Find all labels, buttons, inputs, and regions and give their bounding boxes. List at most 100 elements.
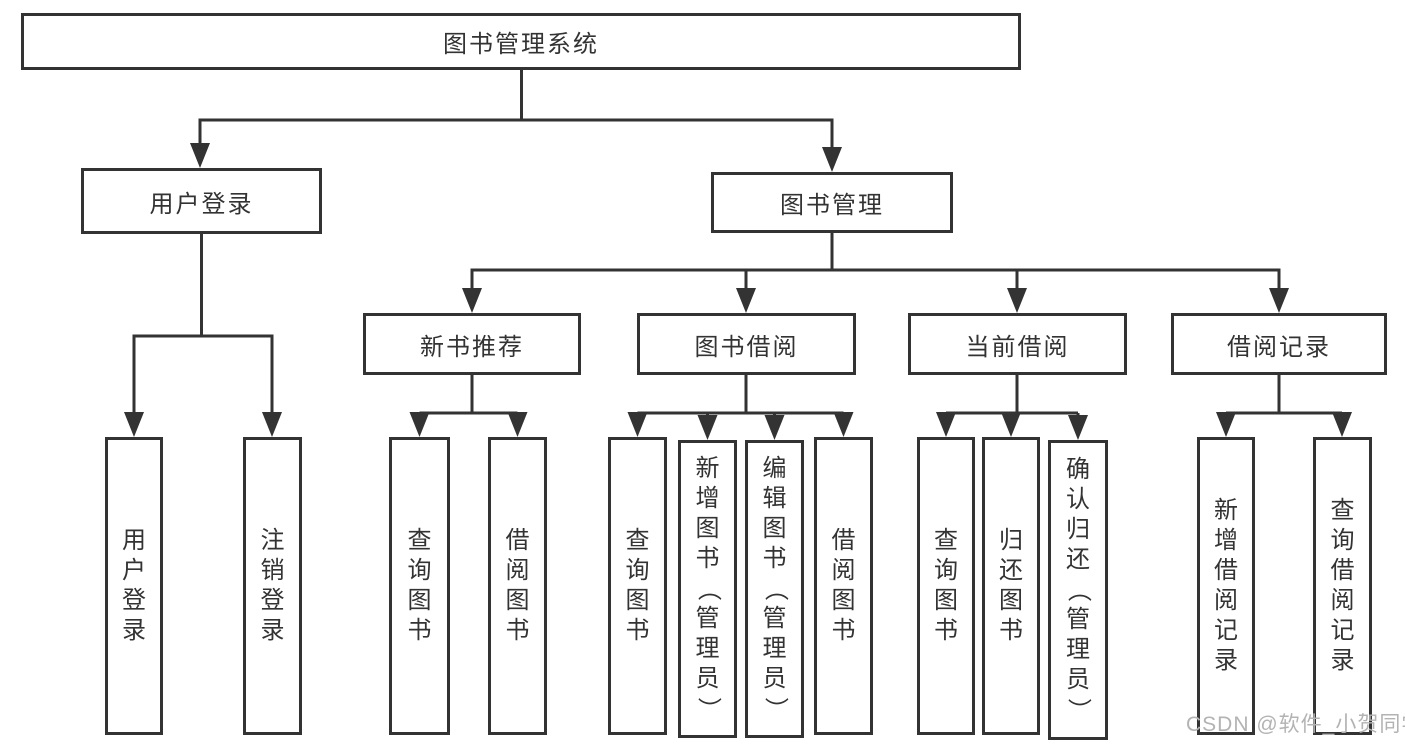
vertical-char: 图 [831, 587, 856, 614]
vertical-char: 新 [1214, 497, 1238, 524]
vertical-char: 管 [762, 605, 787, 632]
leaf-records-query-record: 查询借阅记录 [1313, 437, 1372, 735]
vertical-char: 书 [762, 545, 787, 572]
vertical-char: 管 [695, 605, 720, 632]
vertical-char: 编 [762, 455, 787, 482]
vertical-char: 书 [625, 617, 650, 644]
vertical-char: 登 [122, 587, 146, 614]
vertical-char: 图 [934, 587, 958, 614]
arrowhead [190, 143, 210, 168]
vertical-char: 询 [625, 557, 650, 584]
vertical-char: 图 [695, 515, 720, 542]
vertical-char: 书 [695, 545, 720, 572]
vertical-char: 注 [260, 527, 285, 554]
node-label: 借阅记录 [1227, 333, 1331, 361]
leaf-borrow-add-books-admin: 新增图书 （ 管理员 ） [678, 440, 737, 738]
arrowhead [697, 415, 718, 440]
leaf-newbook-borrow-books: 借阅图书 [488, 437, 547, 735]
leaf-user-login: 用户登录 [105, 437, 163, 735]
node-label: 图书借阅 [694, 333, 799, 361]
vertical-char: 书 [831, 617, 856, 644]
arrowhead [124, 412, 144, 437]
vertical-char: 书 [505, 617, 530, 644]
vertical-char: 增 [695, 485, 720, 512]
vertical-char: 阅 [831, 557, 856, 584]
leaf-current-confirm-return-admin: 确认归还（管理员） [1048, 440, 1108, 740]
vertical-char: 记 [1330, 617, 1355, 644]
arrowhead [1007, 288, 1027, 313]
vertical-char: 询 [934, 557, 958, 584]
vertical-char: 借 [1330, 557, 1355, 584]
vertical-char: 录 [1330, 647, 1355, 674]
vertical-char: 询 [1330, 527, 1355, 554]
vertical-char: 辑 [762, 485, 787, 512]
arrowhead [1216, 412, 1236, 437]
vertical-char: 员 [695, 665, 720, 692]
vertical-char: 借 [831, 527, 856, 554]
vertical-char: 理 [695, 635, 720, 662]
leaf-newbook-query-books: 查询图书 [389, 437, 450, 735]
vertical-char: 录 [260, 617, 285, 644]
arrowhead [936, 412, 956, 437]
arrowhead [1068, 415, 1088, 440]
arrowhead [627, 412, 648, 437]
vertical-char: 图 [505, 587, 530, 614]
node-book-management: 图书管理 [711, 172, 953, 233]
vertical-char: 新 [695, 455, 720, 482]
vertical-char: 查 [625, 527, 650, 554]
vertical-char: 查 [407, 527, 432, 554]
vertical-char: 阅 [505, 557, 530, 584]
vertical-char: ） [761, 697, 789, 721]
node-label: 当前借阅 [965, 333, 1070, 361]
vertical-char: 还 [1066, 546, 1090, 573]
arrowhead [764, 415, 785, 440]
leaf-logout-login: 注销登录 [243, 437, 302, 735]
vertical-char: 阅 [1214, 587, 1238, 614]
vertical-char: 图 [999, 587, 1023, 614]
vertical-char: ） [1065, 698, 1092, 722]
arrowheads [124, 143, 1352, 440]
node-library-management-system: 图书管理系统 [21, 13, 1021, 70]
leaf-current-query-books: 查询图书 [917, 437, 975, 735]
leaf-borrow-borrow-books: 借阅图书 [814, 437, 873, 735]
node-user-login: 用户登录 [81, 168, 322, 234]
node-book-borrowing: 图书借阅 [637, 313, 856, 375]
leaf-current-return-books: 归还图书 [982, 437, 1040, 735]
arrowhead [736, 288, 756, 313]
vertical-char: （ [1065, 578, 1092, 602]
arrowhead [1269, 288, 1289, 313]
leaf-records-add-record: 新增借阅记录 [1197, 437, 1255, 735]
vertical-char: 确 [1066, 456, 1090, 483]
vertical-char: 员 [762, 665, 787, 692]
vertical-char: （ [761, 577, 789, 601]
vertical-char: 户 [122, 557, 146, 584]
arrowhead [1332, 412, 1352, 437]
vertical-char: 查 [934, 527, 958, 554]
arrowhead [1001, 412, 1021, 437]
vertical-char: 归 [999, 527, 1023, 554]
arrowhead [507, 412, 528, 437]
vertical-char: ） [694, 697, 722, 721]
vertical-char: 录 [122, 617, 146, 644]
vertical-char: 图 [625, 587, 650, 614]
node-borrowing-records: 借阅记录 [1171, 313, 1387, 375]
vertical-char: 询 [407, 557, 432, 584]
vertical-char: 归 [1066, 516, 1090, 543]
vertical-char: 登 [260, 587, 285, 614]
arrowhead [462, 288, 482, 313]
arrowhead [262, 412, 282, 437]
vertical-char: 记 [1214, 617, 1238, 644]
vertical-char: 书 [934, 617, 958, 644]
vertical-char: 还 [999, 557, 1023, 584]
vertical-char: 录 [1214, 647, 1238, 674]
leaf-borrow-edit-books-admin: 编辑图书（管理员） [745, 440, 804, 738]
vertical-char: 借 [505, 527, 530, 554]
vertical-char: 增 [1214, 527, 1238, 554]
arrowhead [833, 412, 854, 437]
leaf-borrow-query-books: 查询图书 [608, 437, 667, 735]
node-label: 图书管理系统 [443, 31, 599, 58]
vertical-char: （ [694, 577, 722, 601]
vertical-char: 认 [1066, 486, 1090, 513]
